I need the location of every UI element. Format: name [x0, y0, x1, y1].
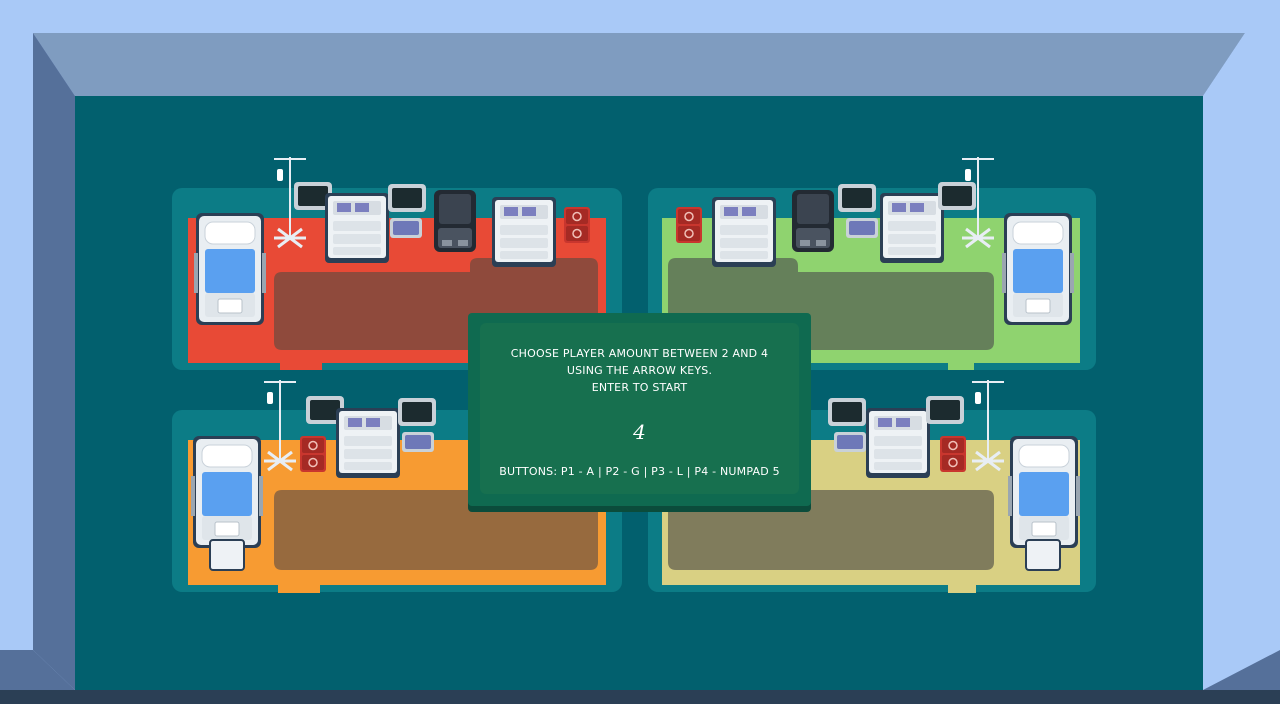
wall-right [1203, 33, 1280, 690]
instructions: CHOOSE PLAYER AMOUNT BETWEEN 2 AND 4 USI… [480, 345, 799, 396]
buttons-legend: BUTTONS: P1 - A | P2 - G | P3 - L | P4 -… [499, 465, 780, 478]
instruction-line-3: ENTER TO START [591, 381, 688, 394]
wall-top [33, 33, 1245, 96]
player-select-panel: CHOOSE PLAYER AMOUNT BETWEEN 2 AND 4 USI… [468, 313, 811, 506]
player-count[interactable]: 4 [633, 420, 646, 444]
wall-left [33, 33, 75, 690]
floor-base [0, 690, 1280, 704]
instruction-line-1: CHOOSE PLAYER AMOUNT BETWEEN 2 AND 4 [510, 347, 769, 360]
instruction-line-2: USING THE ARROW KEYS. [566, 364, 713, 377]
player-select-panel-inner: CHOOSE PLAYER AMOUNT BETWEEN 2 AND 4 USI… [480, 323, 799, 494]
